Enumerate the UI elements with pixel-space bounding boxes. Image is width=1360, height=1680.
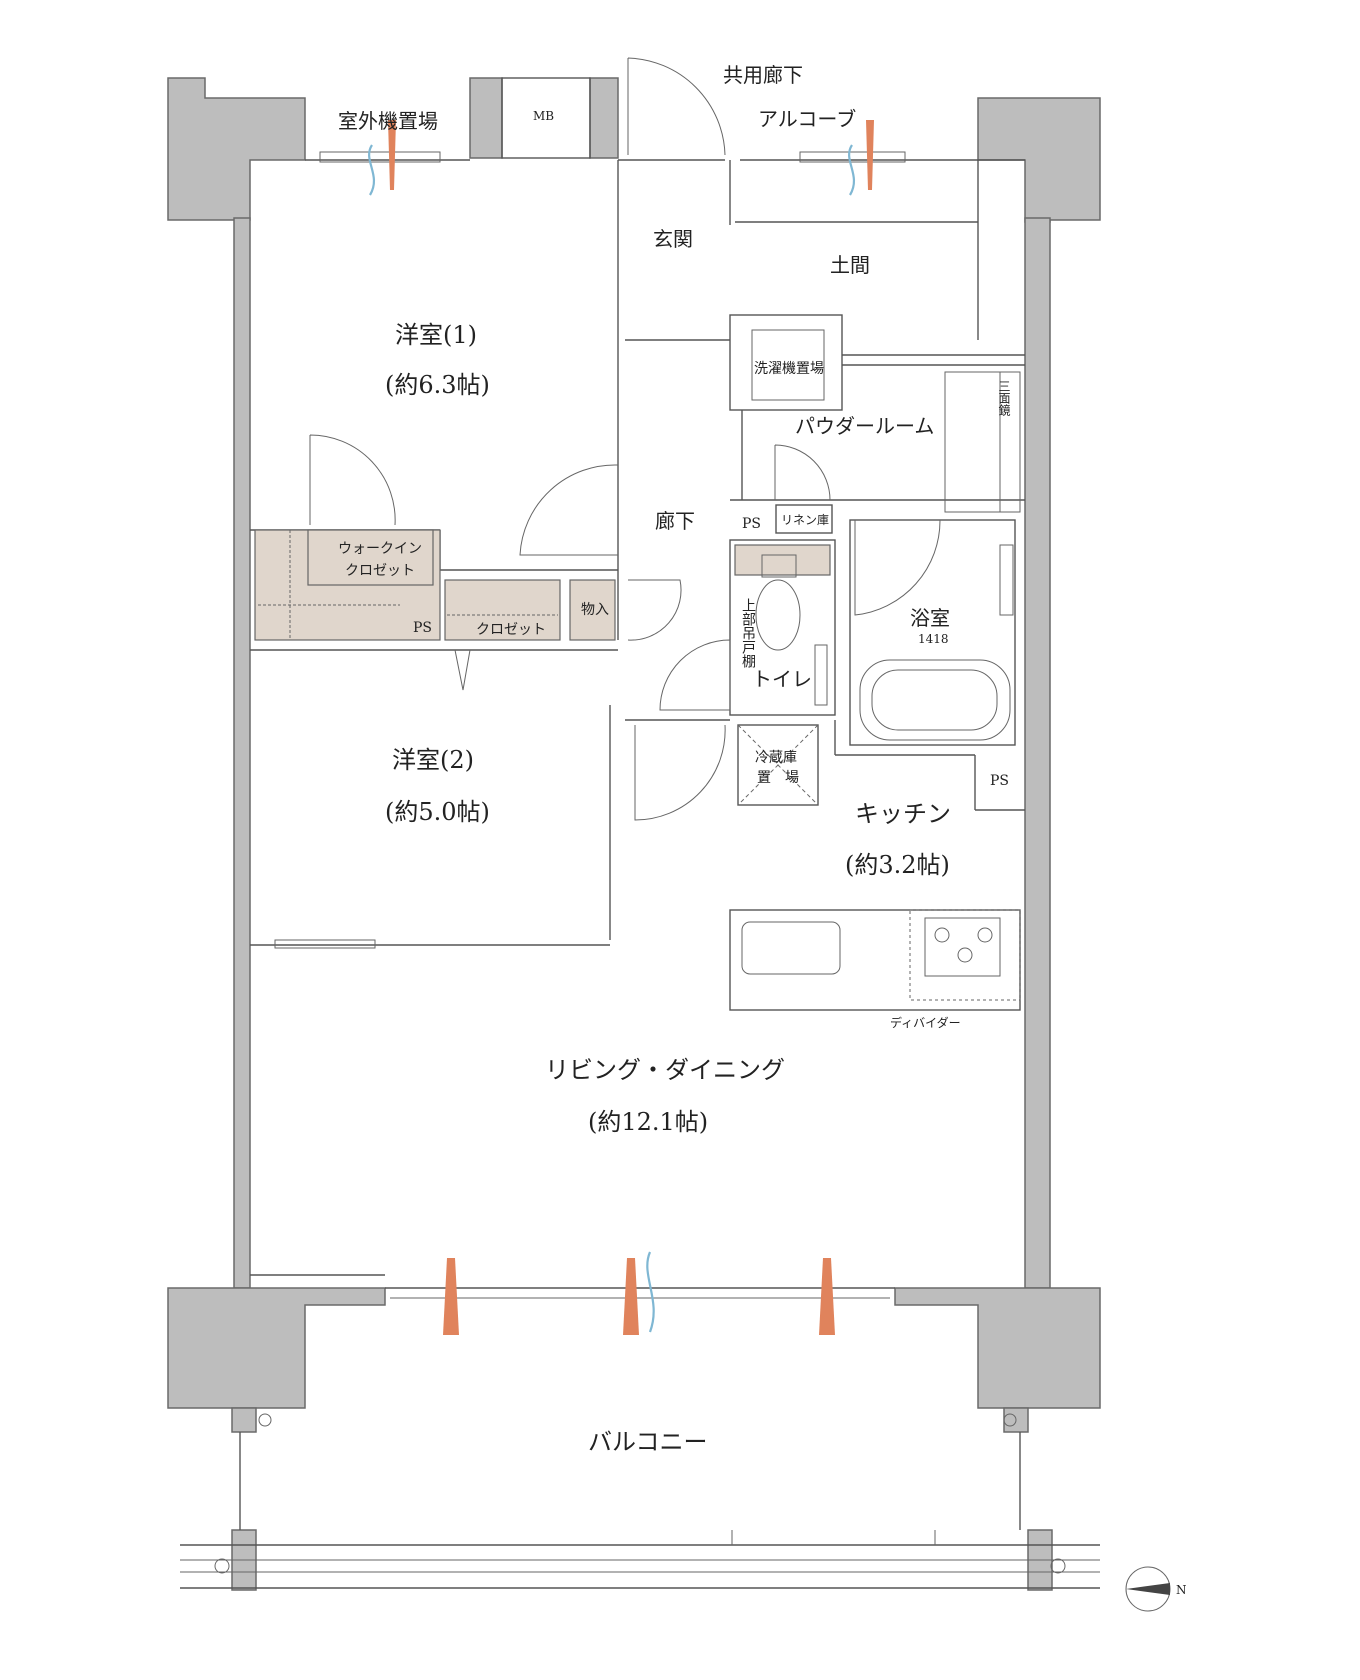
label-western-room-2: 洋室(2)	[392, 746, 474, 774]
label-fridge-1: 冷蔵庫	[755, 749, 797, 766]
label-western-room-1-size: (約6.3帖)	[385, 371, 490, 399]
mb-box	[501, 77, 591, 159]
kitchen-counter	[729, 909, 1021, 1011]
label-three-mirror: 三面鏡	[997, 380, 1011, 417]
labels: 共用廊下 室外機置場 MB アルコーブ 玄関 土間 洋室(1) (約6.3帖) …	[338, 63, 1187, 1597]
label-entrance: 玄関	[653, 227, 693, 251]
storage-box	[569, 579, 616, 641]
label-laundry: 洗濯機置場	[754, 361, 824, 377]
doors	[309, 57, 941, 821]
label-storage: 物入	[581, 602, 609, 618]
north-marker	[1125, 1566, 1171, 1612]
label-doma: 土間	[830, 253, 870, 277]
closet-box	[444, 579, 561, 641]
label-outdoor-unit: 室外機置場	[338, 109, 438, 133]
label-balcony: バルコニー	[588, 1428, 708, 1456]
ventilation	[274, 120, 906, 1335]
label-western-room-1: 洋室(1)	[395, 321, 477, 349]
label-corridor: 廊下	[655, 509, 695, 533]
label-toilet: トイレ	[752, 667, 812, 691]
label-linen: リネン庫	[781, 513, 829, 527]
partitions	[180, 77, 1100, 1589]
label-bathroom: 浴室	[910, 606, 950, 630]
top-left-pillar	[469, 77, 503, 159]
right-outer-wall	[1024, 217, 1051, 1289]
label-kitchen-size: (約3.2帖)	[845, 851, 950, 879]
mb-wall-right	[589, 77, 619, 159]
label-walk-in-2: クロゼット	[345, 563, 415, 579]
structural-walls	[167, 77, 1101, 1591]
label-ps-2: PS	[413, 620, 432, 636]
bottom-right-column	[894, 1287, 1101, 1409]
label-walk-in-1: ウォークイン	[338, 541, 422, 557]
label-alcove: アルコーブ	[758, 107, 856, 131]
label-western-room-2-size: (約5.0帖)	[385, 798, 490, 826]
label-ps-3: PS	[990, 773, 1009, 789]
label-powder-room: パウダールーム	[795, 414, 934, 438]
label-bathroom-size: 1418	[918, 632, 949, 646]
label-north: N	[1176, 1583, 1187, 1597]
label-fridge-2: 置 場	[757, 770, 799, 786]
label-living-size: (約12.1帖)	[588, 1108, 708, 1136]
top-left-column	[167, 77, 306, 221]
label-divider: ディバイダー	[890, 1015, 961, 1030]
label-common-corridor: 共用廊下	[723, 63, 803, 87]
label-ps-1: PS	[742, 516, 761, 532]
closets	[254, 529, 616, 641]
label-mb: MB	[533, 109, 554, 123]
left-outer-wall	[233, 217, 251, 1289]
balcony-post-left	[231, 1407, 257, 1433]
label-kitchen: キッチン	[855, 800, 951, 828]
label-upper-shelf: 上部吊戸棚	[740, 598, 756, 668]
label-living: リビング・ダイニング	[545, 1056, 785, 1084]
label-closet: クロゼット	[476, 622, 546, 638]
bottom-left-column	[167, 1287, 386, 1409]
